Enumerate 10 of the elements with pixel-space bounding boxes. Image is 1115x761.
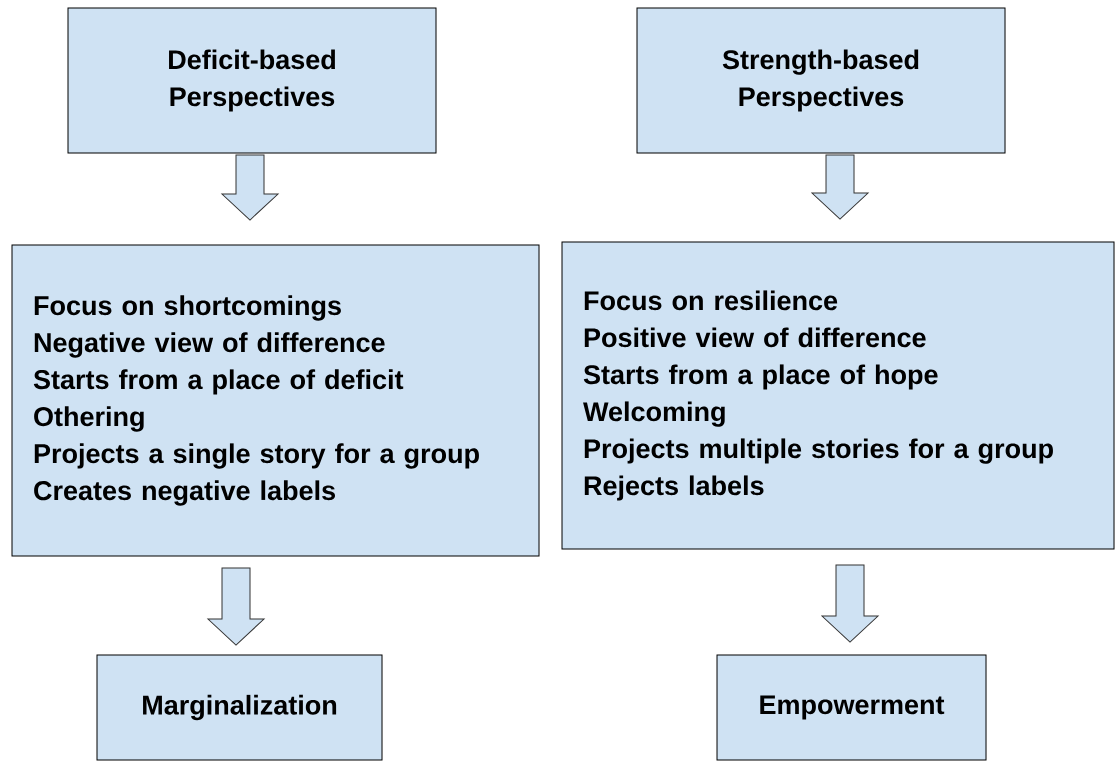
heading-box: Marginalization (96, 654, 383, 761)
heading-box: Strength-based Perspectives (636, 7, 1006, 154)
block-arrow (811, 154, 869, 220)
heading-box: Empowerment (716, 654, 987, 761)
list-box: Focus on shortcomings Negative view of difference Starts from a place of deficit Othering Projects a single story for a group Creates negative labels (11, 244, 540, 557)
list-box: Focus on resilience Positive view of difference Starts from a place of hope Welcoming Projects multiple stories for a group Rejects labels (561, 241, 1115, 550)
heading-box: Deficit-based Perspectives (67, 7, 437, 154)
block-arrow (207, 567, 265, 646)
block-arrow (821, 564, 879, 643)
block-arrow (221, 154, 279, 221)
